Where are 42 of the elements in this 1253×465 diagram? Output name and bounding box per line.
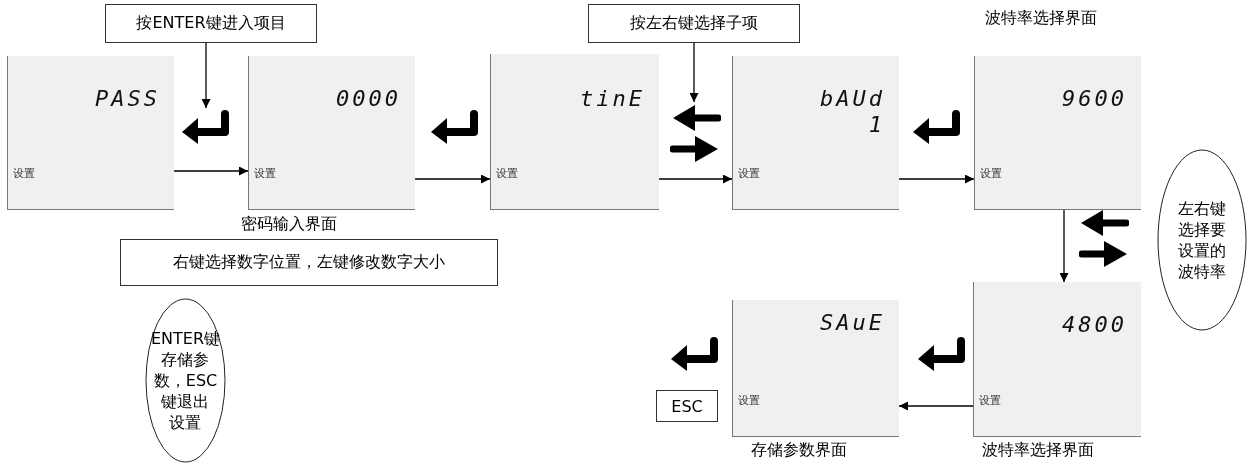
display-screen [7, 56, 174, 210]
display-screen [732, 300, 899, 437]
display-screen [973, 282, 1141, 437]
screen-caption: 波特率选择界面 [985, 8, 1097, 29]
arrow [689, 42, 699, 103]
note-box: 按左右键选择子项 [588, 4, 800, 43]
display-screen [732, 56, 899, 210]
display-reading: 1 [868, 112, 885, 137]
status-label: 设置 [979, 393, 1001, 408]
display-reading: PASS [95, 86, 160, 111]
screen-caption: 密码输入界面 [241, 214, 337, 235]
status-label: 设置 [254, 166, 276, 181]
display-reading: SAuE [820, 310, 885, 335]
enter-key-icon [182, 110, 230, 144]
status-label: 设置 [738, 166, 760, 181]
screen-caption: 波特率选择界面 [982, 440, 1094, 461]
display-reading: 9600 [1062, 86, 1127, 111]
display-screen [974, 56, 1141, 210]
display-screen [248, 56, 415, 210]
note-ellipse: 左右键选择要设置的波特率 [1157, 149, 1247, 331]
note-box: 按ENTER键进入项目 [105, 4, 317, 43]
display-reading: tinE [580, 86, 645, 111]
status-label: 设置 [738, 393, 760, 408]
left-arrow-icon [673, 104, 721, 132]
arrow [898, 401, 974, 411]
note-box: 右键选择数字位置，左键修改数字大小 [120, 239, 498, 286]
status-label: 设置 [13, 166, 35, 181]
arrow [658, 174, 733, 184]
status-label: 设置 [496, 166, 518, 181]
arrow [201, 42, 211, 109]
note-ellipse: ENTER键存储参数，ESC键退出设置 [145, 298, 226, 463]
display-reading: bAUd [820, 86, 885, 111]
status-label: 设置 [980, 166, 1002, 181]
display-reading: 0000 [336, 86, 401, 111]
arrow [1059, 209, 1069, 283]
arrow [173, 166, 249, 176]
note-box: ESC [656, 390, 718, 422]
arrow [898, 174, 975, 184]
arrow [414, 174, 491, 184]
display-screen [490, 54, 659, 210]
screen-caption: 存储参数界面 [751, 440, 847, 461]
display-reading: 4800 [1062, 312, 1127, 337]
